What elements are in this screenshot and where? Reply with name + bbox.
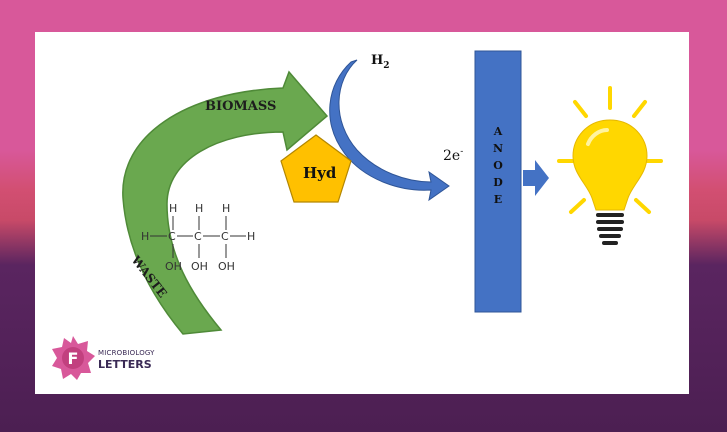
- output-arrow: [523, 160, 549, 196]
- anode-letter-o: O: [493, 159, 503, 172]
- electron-flow-arrow: [329, 59, 450, 202]
- molecule-top-h-1: H: [169, 202, 177, 215]
- molecule-oh-2: OH: [191, 260, 208, 273]
- hydrogenase-anode-diagram: BIOMASS WASTE H H H H C C C H OH OH OH: [122, 50, 663, 335]
- logo-badge-letter: F: [68, 349, 79, 368]
- molecule-left-h: H: [141, 230, 149, 243]
- logo-text-microbiology: MICROBIOLOGY: [98, 349, 155, 357]
- molecule-top-h-2: H: [195, 202, 203, 215]
- molecule-carbon-3: C: [221, 230, 229, 243]
- h2-label: H2: [371, 53, 390, 71]
- figure-panel: BIOMASS WASTE H H H H C C C H OH OH OH: [35, 32, 689, 394]
- molecule-right-h: H: [247, 230, 255, 243]
- molecule-top-h-3: H: [222, 202, 230, 215]
- anode-letter-n: N: [493, 142, 503, 155]
- anode-letter-a: A: [493, 125, 503, 138]
- molecule-carbon-1: C: [168, 230, 176, 243]
- light-bulb-icon: [557, 86, 663, 245]
- anode-letter-e: E: [494, 193, 502, 206]
- electrons-label: 2e-: [443, 147, 463, 164]
- molecule-structure: H H H H C C C H OH OH OH: [141, 202, 255, 273]
- anode-letter-d: D: [493, 176, 503, 189]
- molecule-oh-1: OH: [165, 260, 182, 273]
- molecule-oh-3: OH: [218, 260, 235, 273]
- logo-text-letters: LETTERS: [98, 358, 152, 371]
- biomass-label: BIOMASS: [205, 99, 276, 114]
- hydrogenase-pentagon: [280, 134, 352, 203]
- molecule-carbon-2: C: [194, 230, 202, 243]
- logo-badge-icon: F: [52, 336, 95, 380]
- enzyme-label: Hyd: [303, 164, 337, 182]
- anode-bar: [474, 50, 522, 313]
- journal-logo: F MICROBIOLOGY LETTERS: [50, 335, 180, 387]
